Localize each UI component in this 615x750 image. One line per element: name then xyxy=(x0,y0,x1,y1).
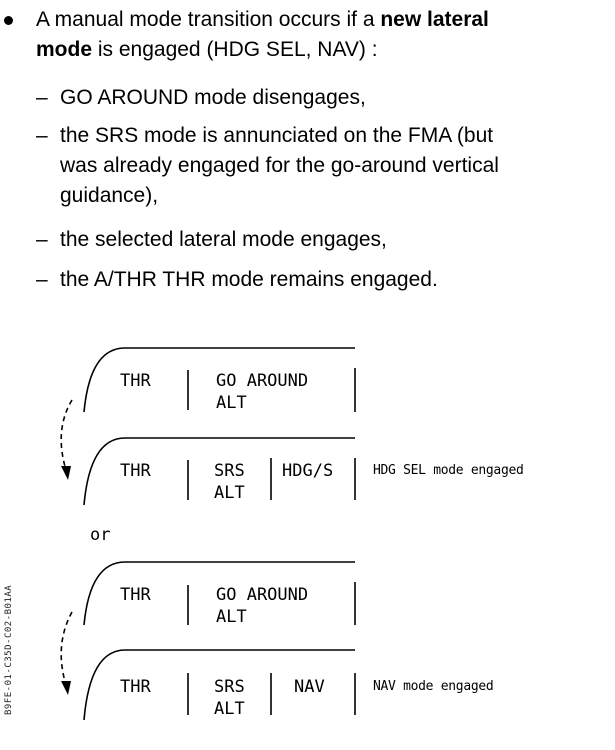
fma-col2-line2: ALT xyxy=(214,699,245,719)
fma-col2-line1: GO AROUND xyxy=(216,371,309,391)
list-item: the SRS mode is annunciated on the FMA (… xyxy=(60,124,494,147)
fma-col3: HDG/S xyxy=(282,461,334,481)
list-item: the A/THR THR mode remains engaged. xyxy=(60,268,438,291)
bold-new-lateral: new lateral xyxy=(380,8,489,31)
dash: – xyxy=(36,268,48,291)
bullet-line-1: A manual mode transition occurs if a new… xyxy=(36,8,489,32)
bullet-text-end: is engaged (HDG SEL, NAV) : xyxy=(92,38,378,61)
dash: – xyxy=(36,228,48,251)
list-item: the selected lateral mode engages, xyxy=(60,228,387,251)
figure-reference-code: B9FE-01-C35D-C02-B01AA xyxy=(4,584,14,715)
dash: – xyxy=(36,124,48,147)
fma-col2-line1: SRS xyxy=(214,677,245,697)
mode-note: NAV mode engaged xyxy=(373,679,494,694)
fma-col1: THR xyxy=(120,461,151,481)
transition-arrow xyxy=(60,399,73,471)
transition-arrow xyxy=(60,611,73,686)
fma-col1: THR xyxy=(120,677,151,697)
arrowhead-icon xyxy=(61,466,71,480)
fma-col2-line1: SRS xyxy=(214,461,245,481)
fma-col1: THR xyxy=(120,371,151,391)
panel-frame xyxy=(83,561,355,626)
fma-col3: NAV xyxy=(294,677,325,697)
bold-mode: mode xyxy=(36,38,93,61)
or-label: or xyxy=(90,525,111,545)
list-item-continued: was already engaged for the go-around ve… xyxy=(60,154,499,177)
panel-frame xyxy=(83,437,355,506)
mode-note: HDG SEL mode engaged xyxy=(373,463,524,478)
bullet-line-2: mode is engaged (HDG SEL, NAV) : xyxy=(36,38,378,62)
list-item: GO AROUND mode disengages, xyxy=(60,86,366,109)
arrowhead-icon xyxy=(61,681,71,695)
dash: – xyxy=(36,86,48,109)
fma-col2-line2: ALT xyxy=(214,483,245,503)
fma-col1: THR xyxy=(120,585,151,605)
panel-frame xyxy=(83,649,355,721)
fma-col2-line1: GO AROUND xyxy=(216,585,309,605)
bullet-text-start: A manual mode transition occurs if a xyxy=(36,8,381,31)
fma-col2-line2: ALT xyxy=(216,393,247,413)
fma-col2-line2: ALT xyxy=(216,607,247,627)
bullet-dot xyxy=(4,16,13,25)
panel-frame xyxy=(83,347,355,413)
list-item-continued: guidance), xyxy=(60,184,159,207)
